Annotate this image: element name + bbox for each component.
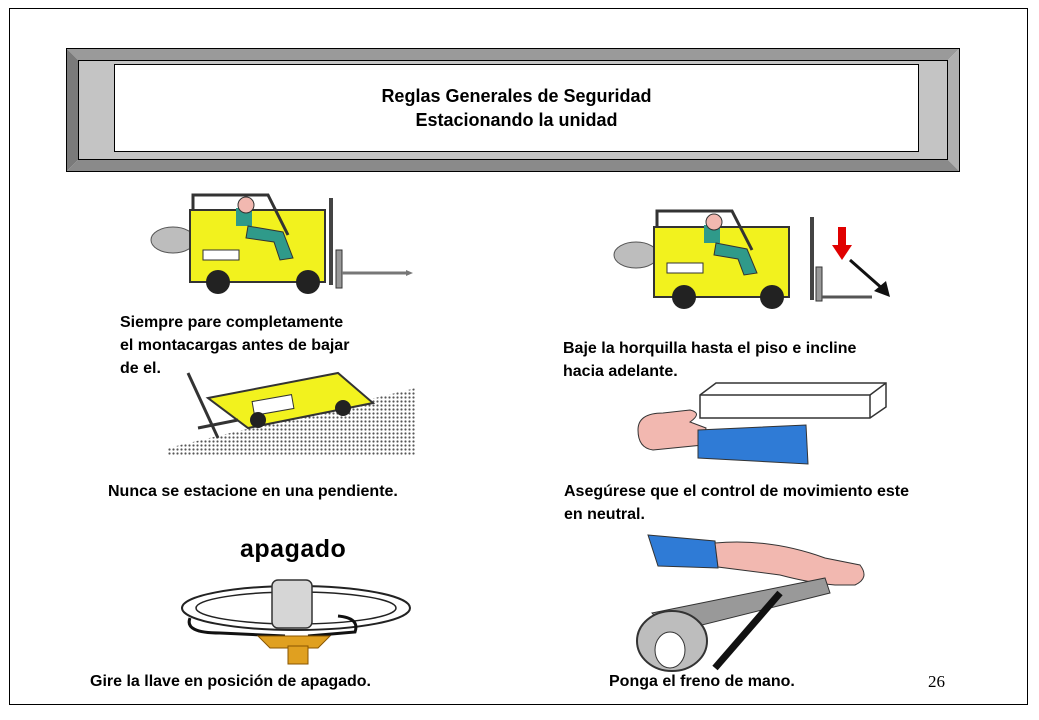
title-box: Reglas Generales de Seguridad Estacionan…: [114, 64, 919, 152]
forklift-lower-fork-icon: [613, 209, 890, 309]
caption-lower-fork: Baje la horquilla hasta el piso e inclin…: [563, 340, 857, 380]
title-frame: Reglas Generales de Seguridad Estacionan…: [66, 48, 960, 172]
page-title: Reglas Generales de Seguridad: [381, 86, 652, 106]
page-number: 26: [928, 672, 945, 691]
hand-brake-icon: [636, 534, 865, 672]
forklift-stopped-icon: [150, 193, 413, 294]
caption-key-off: Gire la llave en posición de apagado.: [90, 673, 371, 690]
caption-no-slope: Nunca se estacione en una pendiente.: [108, 483, 398, 500]
off-label: apagado: [240, 535, 347, 563]
caption-stop-forklift: Siempre pare completamente el montacarga…: [120, 314, 350, 377]
ignition-key-icon: [181, 579, 411, 665]
caption-hand-brake: Ponga el freno de mano.: [609, 673, 795, 690]
page-subtitle: Estacionando la unidad: [415, 110, 618, 130]
forklift-tipped-slope-icon: [168, 371, 416, 456]
slide-border: [9, 8, 1028, 705]
hand-on-control-icon: [637, 382, 887, 465]
caption-neutral-control: Asegúrese que el control de movimiento e…: [564, 483, 909, 523]
